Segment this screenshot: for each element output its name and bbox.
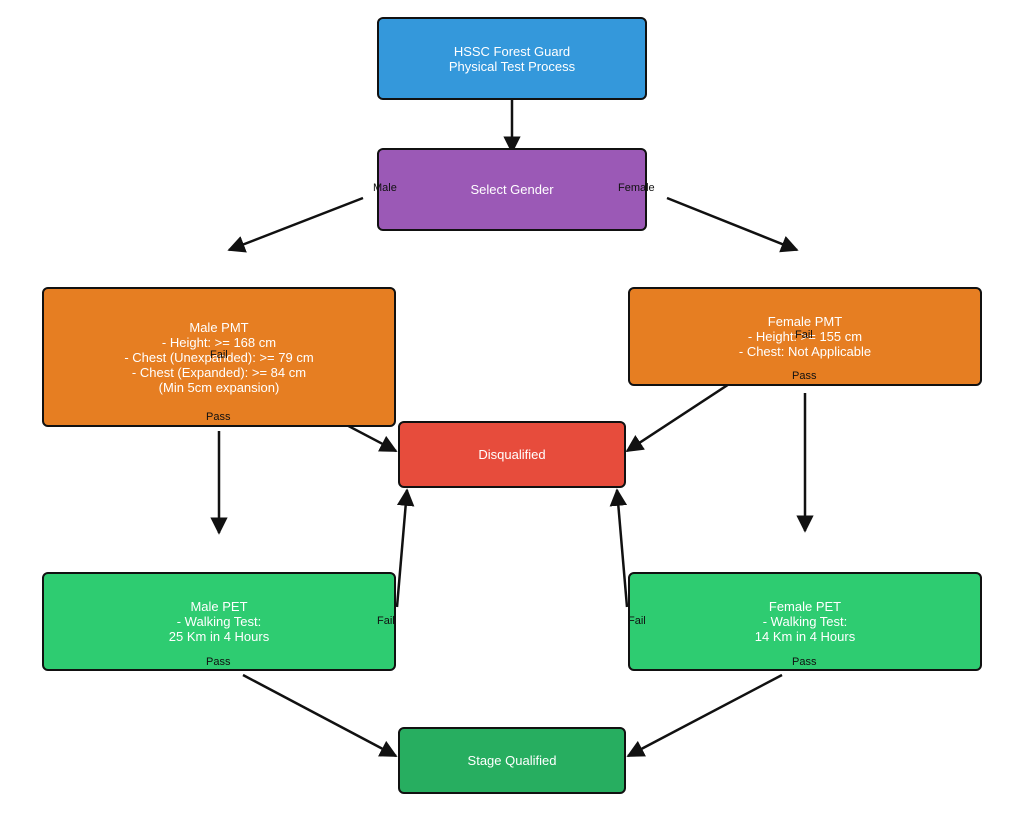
node-disqualified-label: Disqualified bbox=[478, 447, 546, 462]
node-female-pmt-line-3: - Chest: Not Applicable bbox=[738, 344, 872, 359]
node-female-pmt: Female PMT - Height: >= 155 cm - Chest: … bbox=[628, 287, 982, 386]
edge-female-pet-to-disqualified bbox=[609, 488, 629, 608]
edge-label-male-pmt-pass: Pass bbox=[206, 411, 231, 423]
node-female-pmt-line-1: Female PMT bbox=[767, 314, 843, 329]
edge-label-male: Male bbox=[373, 182, 397, 194]
node-male-pet-line-3: 25 Km in 4 Hours bbox=[168, 629, 270, 644]
edge-label-male-pmt-fail: Fail bbox=[210, 349, 228, 361]
node-female-pet-line-1: Female PET bbox=[768, 599, 842, 614]
edge-gender-to-female-pmt bbox=[666, 196, 799, 253]
edge-label-male-pet-fail: Fail bbox=[377, 615, 395, 627]
node-male-pet-line-1: Male PET bbox=[190, 599, 248, 614]
node-title: HSSC Forest Guard Physical Test Process bbox=[377, 17, 647, 100]
edge-male-pet-to-qualified bbox=[242, 673, 398, 758]
node-male-pet: Male PET - Walking Test: 25 Km in 4 Hour… bbox=[42, 572, 396, 671]
edge-label-female-pet-fail: Fail bbox=[628, 615, 646, 627]
node-male-pmt-line-4: - Chest (Expanded): >= 84 cm bbox=[131, 364, 307, 380]
edge-label-female-pmt-pass: Pass bbox=[792, 370, 817, 382]
node-female-pet: Female PET - Walking Test: 14 Km in 4 Ho… bbox=[628, 572, 982, 671]
node-male-pmt-line-2: - Height: >= 168 cm bbox=[161, 334, 277, 350]
node-female-pmt-line-2: - Height: >= 155 cm bbox=[747, 329, 863, 344]
edge-male-pet-to-disqualified bbox=[395, 488, 415, 608]
edge-label-female-pet-pass: Pass bbox=[792, 656, 817, 668]
edge-female-pet-to-qualified bbox=[626, 673, 783, 758]
edge-label-female: Female bbox=[618, 182, 655, 194]
node-male-pmt-line-3: - Chest (Unexpanded): >= 79 cm bbox=[124, 349, 314, 365]
node-male-pmt-line-1: Male PMT bbox=[189, 319, 249, 335]
node-female-pet-line-3: 14 Km in 4 Hours bbox=[754, 629, 856, 644]
node-male-pmt: Male PMT - Height: >= 168 cm - Chest (Un… bbox=[42, 287, 396, 427]
edge-label-female-pmt-fail: Fail bbox=[795, 329, 813, 341]
edge-gender-to-male-pmt bbox=[227, 196, 364, 253]
node-stage-qualified-label: Stage Qualified bbox=[467, 753, 557, 768]
node-title-line-1: HSSC Forest Guard bbox=[453, 43, 571, 59]
node-select-gender: Select Gender bbox=[377, 148, 647, 231]
node-male-pet-line-2: - Walking Test: bbox=[176, 614, 262, 629]
node-select-gender-label: Select Gender bbox=[470, 182, 554, 197]
node-disqualified: Disqualified bbox=[398, 421, 626, 488]
node-female-pet-line-2: - Walking Test: bbox=[762, 614, 848, 629]
node-stage-qualified: Stage Qualified bbox=[398, 727, 626, 794]
edge-label-male-pet-pass: Pass bbox=[206, 656, 231, 668]
node-male-pmt-line-5: (Min 5cm expansion) bbox=[158, 379, 280, 395]
node-title-line-2: Physical Test Process bbox=[448, 58, 576, 74]
